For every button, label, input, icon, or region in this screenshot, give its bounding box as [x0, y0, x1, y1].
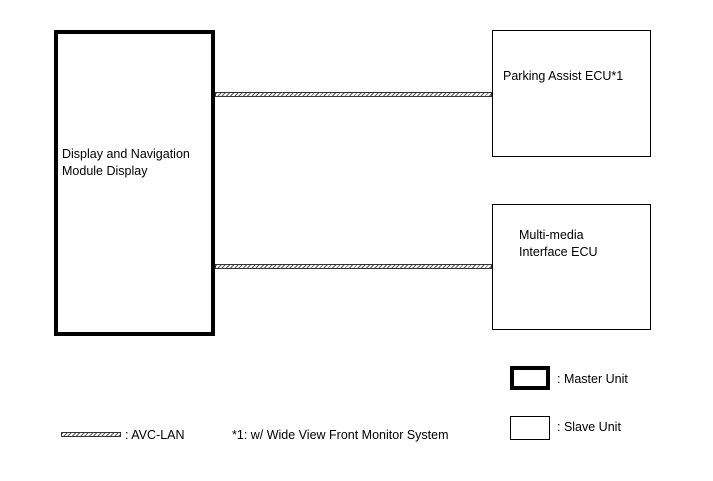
parking-assist-ecu-label: Parking Assist ECU*1 — [503, 69, 624, 83]
multimedia-label-line1: Multi-media — [519, 228, 584, 242]
legend-slave-text: : Slave Unit — [557, 420, 621, 434]
legend-avc-lan-text: : AVC-LAN — [125, 428, 185, 442]
avc-lan-line-multimedia — [215, 264, 492, 269]
parking-assist-ecu-box — [492, 30, 651, 157]
multimedia-label-line2: Interface ECU — [519, 245, 598, 259]
multimedia-interface-ecu-box — [492, 204, 651, 330]
master-unit-box — [54, 30, 215, 336]
master-unit-label: Display and Navigation Module Display — [62, 146, 190, 180]
master-unit-label-line2: Module Display — [62, 164, 148, 178]
legend-master-text: : Master Unit — [557, 372, 628, 386]
legend-master-symbol — [510, 366, 550, 390]
multimedia-interface-ecu-label: Multi-media Interface ECU — [519, 227, 598, 261]
legend-slave-symbol — [510, 416, 550, 440]
master-unit-label-line1: Display and Navigation — [62, 147, 190, 161]
avc-lan-line-parking — [215, 92, 492, 97]
legend-avc-lan-symbol — [61, 432, 121, 437]
footnote: *1: w/ Wide View Front Monitor System — [232, 428, 449, 442]
